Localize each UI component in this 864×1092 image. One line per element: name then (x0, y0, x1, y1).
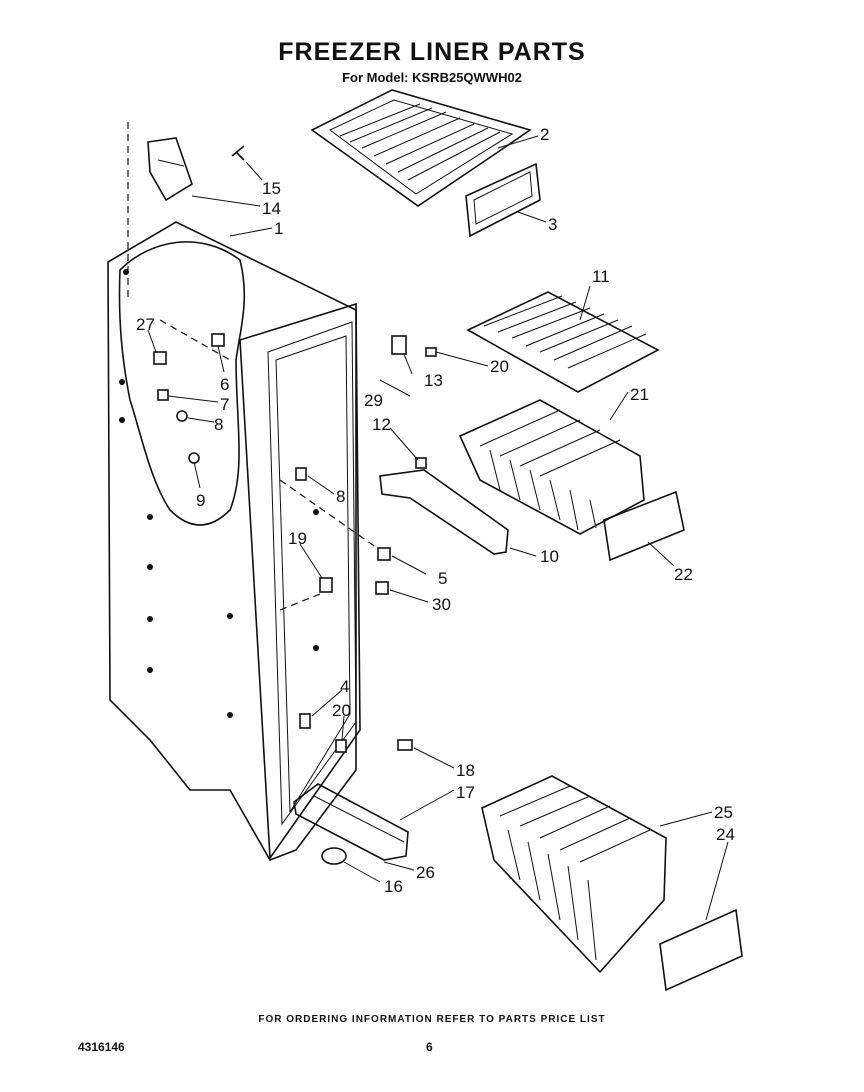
page-number: 6 (426, 1040, 433, 1054)
shelf-trim-drawing (465, 162, 541, 238)
lower-basket-drawing (481, 775, 667, 974)
callout-27: 27 (136, 315, 155, 334)
callout-4: 4 (340, 677, 349, 696)
callout-14: 14 (262, 199, 281, 218)
model-number: For Model: KSRB25QWWH02 (342, 70, 522, 85)
document-number: 4316146 (78, 1040, 125, 1054)
freezer-liner-drawing (107, 122, 381, 861)
shelf-glass-drawing (310, 89, 532, 207)
callout-26: 26 (416, 863, 435, 882)
callout-1: 1 (274, 219, 283, 238)
callout-12: 12 (372, 415, 391, 434)
callout-18: 18 (456, 761, 475, 780)
lower-basket-front-drawing (659, 908, 743, 992)
callout-16: 16 (384, 877, 403, 896)
callout-10: 10 (540, 547, 559, 566)
callout-29: 29 (364, 391, 383, 410)
callout-8-lower: 8 (336, 487, 345, 506)
callout-8-upper: 8 (214, 415, 223, 434)
callout-19: 19 (288, 529, 307, 548)
callout-21: 21 (630, 385, 649, 404)
callout-5: 5 (438, 569, 447, 588)
callout-3: 3 (548, 215, 557, 234)
callout-9: 9 (196, 491, 205, 510)
callout-24: 24 (716, 825, 735, 844)
callout-13: 13 (424, 371, 443, 390)
upper-basket-front-drawing (603, 490, 685, 562)
ordering-note: FOR ORDERING INFORMATION REFER TO PARTS … (258, 1014, 606, 1025)
callout-labels: 1 2 3 4 5 6 7 8 8 9 10 11 12 13 14 15 16… (136, 125, 735, 896)
callout-17: 17 (456, 783, 475, 802)
callout-20-upper: 20 (490, 357, 509, 376)
callout-15: 15 (262, 179, 281, 198)
callout-11: 11 (592, 267, 610, 286)
bottom-grille-drawing (293, 783, 409, 861)
upper-basket-drawing (458, 399, 645, 535)
callout-2: 2 (540, 125, 549, 144)
callout-30: 30 (432, 595, 451, 614)
wire-shelf-drawing (466, 291, 660, 393)
page-title: FREEZER LINER PARTS (278, 38, 586, 66)
callout-6: 6 (220, 375, 229, 394)
callout-7: 7 (220, 395, 229, 414)
shelf-rail-drawing (379, 469, 509, 555)
callout-20-lower: 20 (332, 701, 351, 720)
hardware-drawings (147, 137, 437, 865)
leader-lines (147, 135, 729, 921)
callout-22: 22 (674, 565, 693, 584)
callout-25: 25 (714, 803, 733, 822)
